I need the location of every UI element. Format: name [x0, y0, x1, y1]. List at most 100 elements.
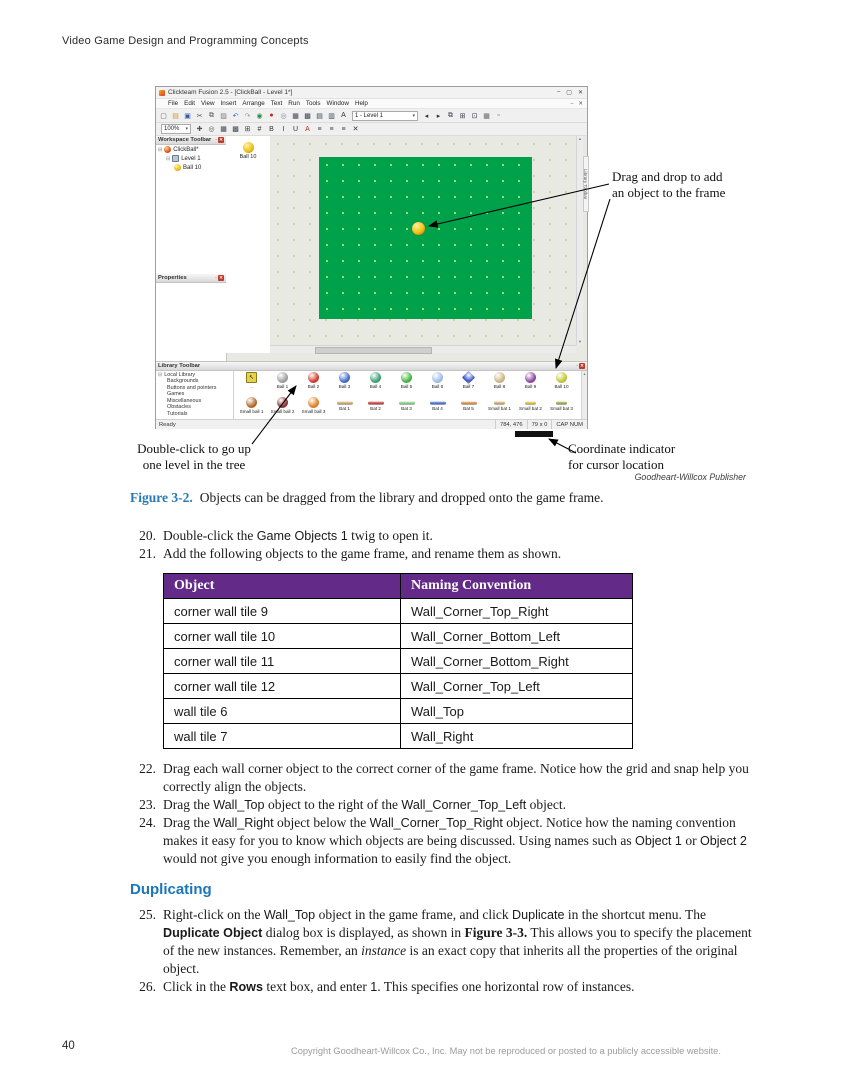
lock-icon[interactable]: ▫ [497, 112, 500, 119]
event-editor-icon[interactable]: ▤ [316, 112, 323, 120]
frame-editor-icon[interactable]: ▩ [304, 112, 311, 120]
open-icon[interactable]: ▤ [172, 112, 179, 120]
menu-window[interactable]: Window [326, 100, 349, 107]
menu-view[interactable]: View [201, 100, 215, 107]
library-tree-item-buttons-and-pointers[interactable]: Buttons and pointers [167, 384, 217, 391]
scroll-down-icon[interactable]: ▾ [578, 339, 582, 344]
menu-run[interactable]: Run [288, 100, 300, 107]
undo-icon[interactable]: ↶ [232, 112, 239, 120]
redo-icon[interactable]: ↷ [244, 112, 251, 120]
clone-object-icon[interactable]: ⧉ [448, 111, 453, 119]
align-left-icon[interactable]: ≡ [317, 125, 322, 133]
library-tree-item-obstacles[interactable]: Obstacles [167, 404, 191, 411]
minimize-icon[interactable]: – [556, 89, 561, 95]
workspace-tree-item-ball-10[interactable]: Ball 10 [156, 163, 226, 172]
menu-edit[interactable]: Edit [184, 100, 196, 107]
italic-icon[interactable]: I [282, 125, 285, 133]
menu-arrange[interactable]: Arrange [242, 100, 265, 107]
library-item-small-bat-2[interactable]: Small bat 2 [515, 397, 546, 414]
frame-selector[interactable]: 1 - Level 1 ▾ [352, 110, 418, 121]
menu-file[interactable]: File [168, 100, 179, 107]
tree-expander-icon[interactable]: ⊟ [166, 155, 171, 162]
new-icon[interactable]: ▢ [160, 112, 167, 120]
resize-object-icon[interactable]: ⊡ [471, 112, 478, 120]
duplicate-object-icon[interactable]: ⊞ [459, 112, 466, 120]
vertical-scrollbar[interactable]: ▴▾ [576, 136, 583, 345]
text-tool-icon[interactable]: A [341, 112, 346, 119]
cut-icon[interactable]: ✂ [196, 112, 203, 120]
library-item-bat-3[interactable]: Bat 3 [391, 397, 422, 414]
library-item-bat-2[interactable]: Bat 2 [360, 397, 391, 414]
underline-icon[interactable]: U [292, 125, 299, 133]
library-tree-item-backgrounds[interactable]: Backgrounds [167, 378, 199, 384]
menu-help[interactable]: Help [354, 100, 368, 107]
tree-expander-icon[interactable]: ⊟ [158, 146, 163, 153]
library-tree-item-games[interactable]: Games [167, 391, 185, 398]
run-frame-icon[interactable]: ◎ [280, 112, 287, 120]
menu-tools[interactable]: Tools [305, 100, 321, 107]
grid-setup-icon[interactable]: ▦ [220, 126, 227, 133]
library-tree-item-tutorials[interactable]: Tutorials [167, 410, 188, 417]
library-item-bat-5[interactable]: Bat 5 [453, 397, 484, 414]
library-item-ball-8[interactable]: Ball 8 [484, 372, 515, 389]
close-icon[interactable]: ✕ [577, 90, 583, 96]
frame-editor-canvas[interactable] [270, 136, 576, 345]
menu-text[interactable]: Text [270, 100, 283, 107]
tree-expander-icon[interactable]: ⊟ [158, 372, 163, 378]
grid-options-icon[interactable]: ▦ [483, 112, 490, 120]
grid-snap-icon[interactable]: ⊞ [244, 126, 251, 133]
library-item-ball-1[interactable]: Ball 1 [267, 372, 298, 389]
save-icon[interactable]: ▣ [184, 112, 191, 120]
next-frame-icon[interactable]: ▸ [436, 112, 441, 120]
about-icon[interactable]: ◉ [256, 112, 263, 120]
library-toolbar-tab[interactable]: Library Toolbar [583, 156, 589, 212]
library-item-ball-3[interactable]: Ball 3 [329, 372, 360, 389]
workspace-tree-item-clickball-[interactable]: ⊟ClickBall* [158, 146, 199, 153]
library-item-ball-4[interactable]: Ball 4 [360, 372, 391, 389]
run-application-icon[interactable]: ● [269, 112, 274, 119]
pin-icon[interactable]: ◦ [215, 275, 217, 281]
library-item-ball-6[interactable]: Ball 6 [422, 372, 453, 389]
align-center-icon[interactable]: ≡ [329, 125, 334, 133]
grid-show-icon[interactable]: ▩ [232, 126, 239, 133]
library-item-ball-2[interactable]: Ball 2 [298, 372, 329, 389]
paste-icon[interactable]: ▨ [220, 112, 227, 120]
library-item-ball-9[interactable]: Ball 9 [515, 372, 546, 389]
menu-insert[interactable]: Insert [220, 100, 237, 107]
horizontal-scrollbar[interactable] [270, 345, 576, 354]
pin-icon[interactable]: ◦ [576, 363, 578, 369]
library-item-small-bat-1[interactable]: Small bat 1 [484, 397, 515, 414]
library-scrollbar[interactable]: ▴ [581, 371, 587, 419]
library-item-bat-4[interactable]: Bat 4 [422, 397, 453, 414]
zoom-tool-icon[interactable]: ◎ [208, 126, 215, 133]
object-count-icon[interactable]: # [257, 125, 262, 133]
library-item-ball-5[interactable]: Ball 5 [391, 372, 422, 389]
library-item-ball-7[interactable]: Ball 7 [453, 370, 484, 389]
library-item-small-ball-1[interactable]: Small ball 1 [236, 397, 267, 414]
library-item--[interactable]: ↖.. [236, 372, 267, 389]
library-tree-item-miscellaneous[interactable]: Miscellaneous [167, 397, 202, 404]
pin-icon[interactable]: ◦ [215, 137, 217, 143]
restore-icon[interactable]: ▢ [566, 90, 572, 96]
workspace-tree-item-level-1[interactable]: ⊟Level 1 [166, 155, 201, 162]
font-color-icon[interactable]: A [305, 125, 310, 133]
pan-icon[interactable]: ✚ [196, 126, 203, 133]
mdi-close-icon[interactable]: ✕ [578, 100, 583, 107]
panel-close-icon[interactable]: ✕ [579, 363, 585, 369]
scroll-up-icon[interactable]: ▴ [578, 136, 582, 141]
scrollbar-thumb[interactable] [315, 347, 432, 354]
zoom-selector[interactable]: 100% ▾ [161, 124, 191, 134]
close-tool-icon[interactable]: ✕ [352, 126, 359, 133]
library-tree-root[interactable]: ⊟Local Library [158, 372, 196, 378]
event-list-editor-icon[interactable]: ▥ [328, 112, 335, 120]
bold-icon[interactable]: B [269, 125, 274, 133]
storyboard-editor-icon[interactable]: ▦ [292, 112, 299, 120]
library-item-ball-10[interactable]: Ball 10 [546, 372, 577, 389]
copy-icon[interactable]: ⧉ [209, 111, 214, 119]
align-right-icon[interactable]: ≡ [341, 125, 346, 133]
library-item-small-ball-2[interactable]: Small ball 2 [267, 397, 298, 414]
library-item-small-ball-3[interactable]: Small ball 3 [298, 397, 329, 414]
mdi-minimize-icon[interactable]: – [570, 100, 574, 107]
library-item-small-bat-3[interactable]: Small bat 3 [546, 397, 577, 414]
previous-frame-icon[interactable]: ◂ [424, 112, 429, 120]
